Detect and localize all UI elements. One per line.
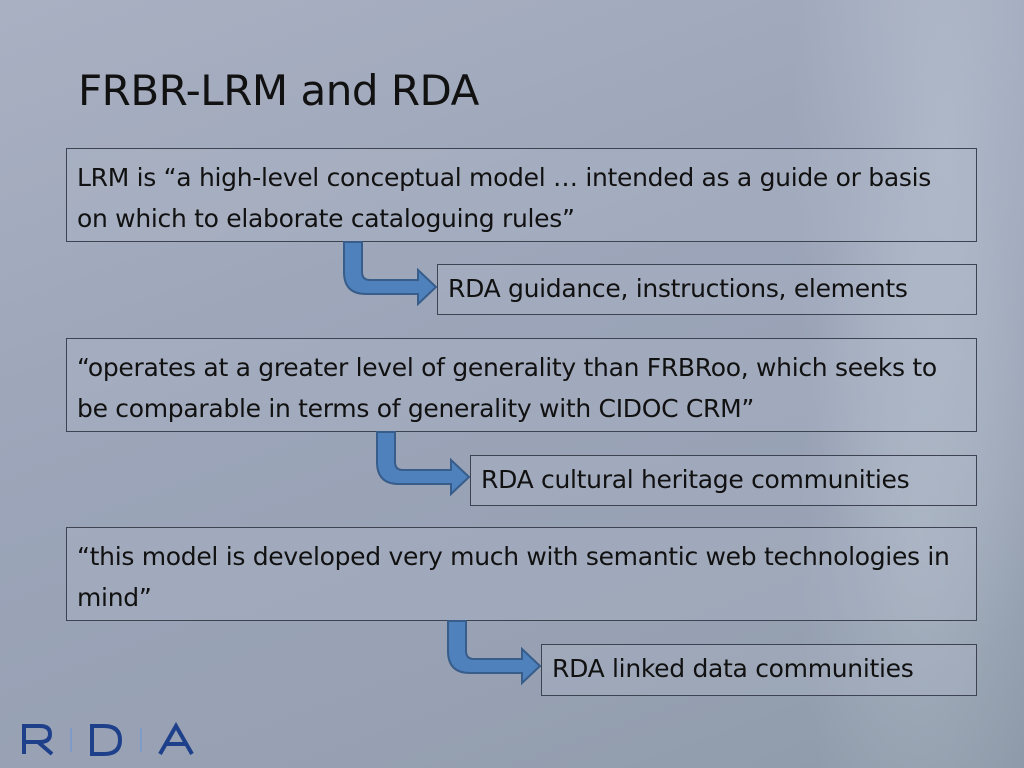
target-box-linked-data: RDA linked data communities — [541, 644, 977, 696]
curved-arrow-icon — [343, 241, 438, 307]
curved-arrow-icon — [447, 620, 542, 686]
target-box-cultural-heritage: RDA cultural heritage communities — [470, 455, 977, 506]
curved-arrow-icon — [376, 431, 471, 497]
rda-logo — [22, 721, 194, 756]
quote-box-semantic-web: “this model is developed very much with … — [66, 527, 977, 621]
slide-title: FRBR-LRM and RDA — [78, 66, 479, 115]
target-box-guidance: RDA guidance, instructions, elements — [437, 264, 977, 315]
quote-box-lrm: LRM is “a high-level conceptual model … … — [66, 148, 977, 242]
quote-box-generality: “operates at a greater level of generali… — [66, 338, 977, 432]
